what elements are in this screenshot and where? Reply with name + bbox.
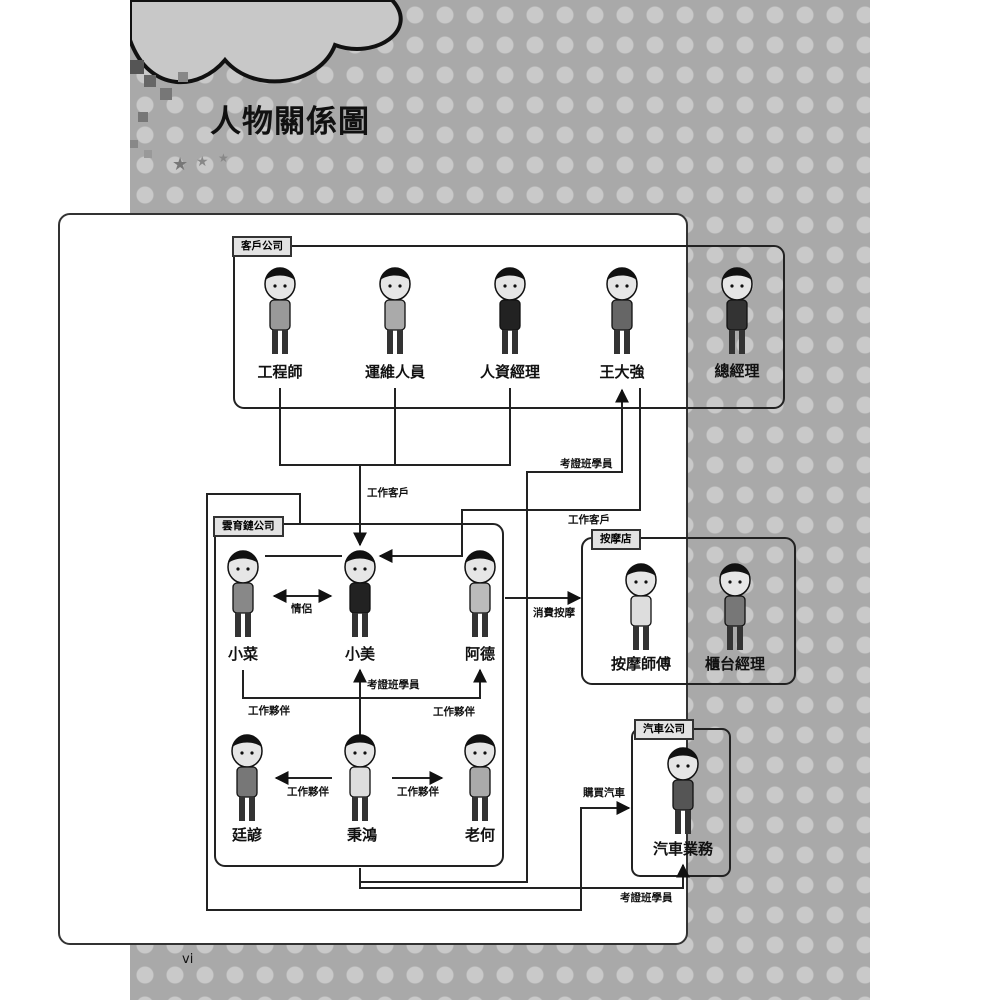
connector (242, 670, 480, 699)
relation-label: 工作夥伴 (287, 786, 329, 798)
person-name-binghong: 秉鴻 (346, 826, 378, 844)
yun-company-label: 雲育鏈公司 (213, 516, 284, 537)
relation-label: 考證班學員 (620, 892, 673, 904)
page-title: 人物關係圖 (210, 104, 370, 140)
relation-label: 工作客戶 (568, 514, 610, 526)
person-name-xiaomei: 小美 (344, 645, 376, 663)
connector (279, 388, 511, 545)
hr-manager-figure (494, 267, 526, 354)
page-number: vi (182, 952, 194, 967)
client-company-label: 客戶公司 (232, 236, 292, 257)
relation-label: 考證班學員 (367, 679, 420, 691)
person-name-laohe: 老何 (464, 826, 496, 844)
relation-label: 工作客戶 (367, 487, 409, 499)
relation-label: 工作夥伴 (397, 786, 439, 798)
star-icon: ★ (172, 154, 188, 175)
connector (206, 493, 631, 911)
xiaocai-figure (227, 550, 259, 637)
star-icon: ★ (218, 151, 229, 165)
car-sales-figure (667, 747, 699, 834)
relation-label: 購買汽車 (583, 787, 625, 799)
car-company-label: 汽車公司 (634, 719, 694, 740)
person-name-xiaocai: 小菜 (227, 645, 259, 663)
relation-label: 工作夥伴 (433, 706, 475, 718)
masseur-figure (625, 563, 657, 650)
counter-manager-figure (719, 563, 751, 650)
person-name-counter-manager: 櫃台經理 (704, 655, 766, 673)
laohe-figure (464, 734, 496, 821)
connector (378, 388, 641, 563)
star-icon: ★ (196, 154, 209, 170)
gm-figure (721, 267, 753, 354)
person-name-engineer: 工程師 (257, 363, 303, 381)
person-name-car-sales: 汽車業務 (652, 840, 714, 858)
relation-label: 工作夥伴 (248, 705, 290, 717)
person-name-it-staff: 運維人員 (364, 363, 426, 381)
ade-figure (464, 550, 496, 637)
connector (359, 863, 690, 889)
person-name-wang: 王大強 (599, 363, 645, 381)
person-name-tingyan: 廷諺 (231, 826, 263, 844)
binghong-figure (344, 734, 376, 821)
relation-label: 消費按摩 (533, 607, 575, 619)
corner-decoration: ★ ★ ★ (130, 0, 403, 175)
relation-label: 考證班學員 (560, 458, 613, 470)
massage-group-box (581, 537, 796, 685)
it-staff-figure (379, 267, 411, 354)
xiaomei-figure (344, 550, 376, 637)
person-name-hr-manager: 人資經理 (479, 363, 541, 381)
wang-figure (606, 267, 638, 354)
person-name-masseur: 按摩師傅 (610, 655, 672, 673)
person-name-gm: 總經理 (714, 362, 760, 380)
person-name-ade: 阿德 (464, 645, 496, 663)
relation-label: 情侶 (291, 603, 312, 615)
engineer-figure (264, 267, 296, 354)
tingyan-figure (231, 734, 263, 821)
massage-shop-label: 按摩店 (591, 529, 641, 550)
